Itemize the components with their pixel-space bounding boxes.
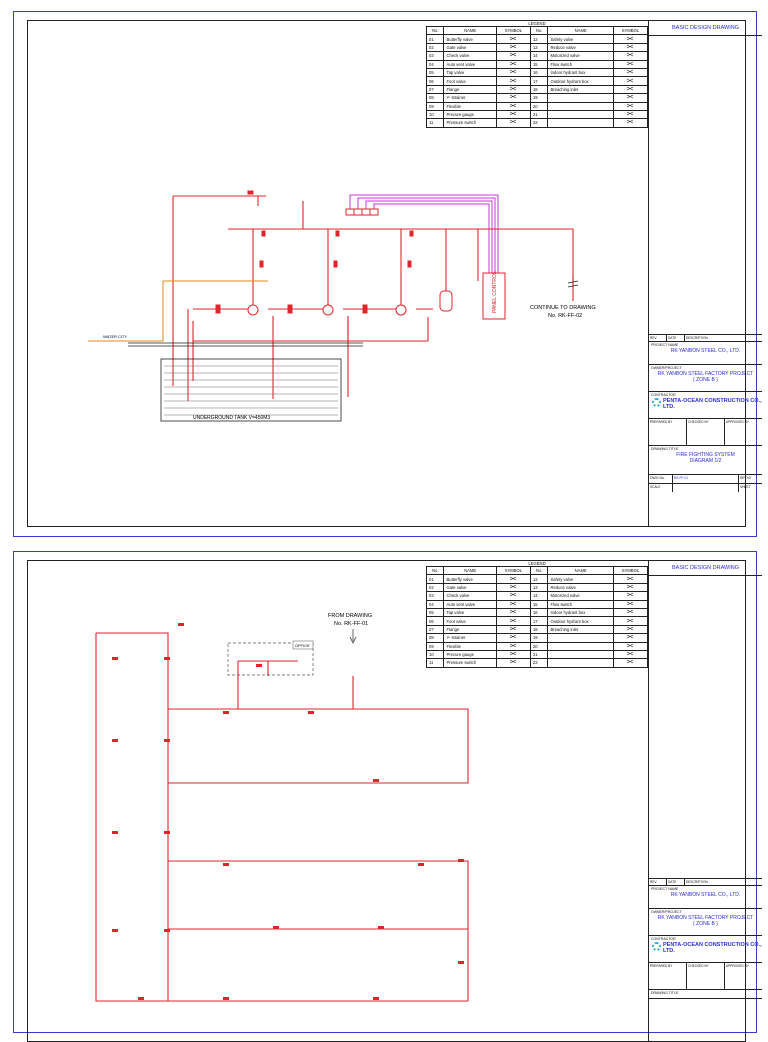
owner-line2: ( ZONE B ) (693, 921, 718, 927)
project-name-label: PROJECT NAME (651, 343, 679, 347)
revision-header: REV. DATE DESCRIPTION (649, 335, 762, 342)
prepared-by: PREPARED BY (649, 963, 687, 989)
rev-col: REV. (649, 879, 667, 885)
legend-cell (547, 658, 614, 668)
scale-label: SCALE (649, 484, 673, 492)
approved-by: APPROVED BY (726, 964, 749, 968)
legend-cell: Pressure switch (443, 658, 497, 668)
legend-caption: LEGEND (528, 21, 546, 26)
contractor-label: CONTRACTOR (651, 937, 676, 941)
legend-cell: 11 (425, 118, 445, 128)
project-name: RK YANBON STEEL CO., LTD. (670, 348, 741, 354)
project-name: RK YANBON STEEL CO., LTD. (670, 892, 741, 898)
revision-space (649, 36, 762, 335)
dwg-no: RK-FF-01 (673, 475, 739, 483)
revision-header: REV. DATE DESCRIPTION (649, 879, 762, 886)
panel-control-label: PANEL CONTROL (492, 271, 498, 313)
title-block: BASIC DESIGN DRAWING REV. DATE DESCRIPTI… (648, 561, 762, 1041)
fire-pump-diagram: PANEL CONTROL (88, 190, 596, 422)
contractor-logo-icon (652, 398, 661, 407)
project-name-cell: PROJECT NAME RK YANBON STEEL CO., LTD. (649, 886, 762, 909)
basic-design-drawing-title: BASIC DESIGN DRAWING (649, 21, 762, 36)
legend-cell: 22 (529, 118, 549, 128)
legend-caption: LEGEND (528, 561, 546, 566)
rev-date-col: DATE (667, 335, 685, 341)
owner-label: OWNER/PROJECT (651, 910, 682, 914)
continue-label: CONTINUE TO DRAWING (530, 305, 596, 311)
legend-cell (547, 118, 614, 128)
owner-line1: RK YANBON STEEL FACTORY PROJECT (657, 915, 754, 921)
legend-symbol-icon (612, 118, 649, 128)
contractor-name: PENTA-OCEAN CONSTRUCTION CO., LTD. (663, 942, 762, 954)
legend-cell: 22 (529, 658, 549, 668)
project-name-label: PROJECT NAME (651, 887, 679, 891)
contractor-cell: CONTRACTOR PENTA-OCEAN CONSTRUCTION CO.,… (649, 936, 762, 963)
drawing-title-cell: DRAWING TITLE (649, 990, 762, 999)
drawing-title-line1: FIRE FIGHTING SYSTEM (676, 452, 735, 458)
basic-design-drawing-title: BASIC DESIGN DRAWING (649, 561, 762, 576)
drawing-sheet-1: LEGEND No. NAME SYMBOL No. NAME SYMBOL 0… (13, 11, 762, 537)
contractor-label: CONTRACTOR (651, 393, 676, 397)
sheet-label: SHEET (740, 485, 751, 489)
checked-by: CHECKED BY (687, 963, 725, 989)
legend-cell: Pressure switch (443, 118, 497, 128)
sheet-frame: LEGEND No. NAME SYMBOL No. NAME SYMBOL 0… (27, 20, 762, 527)
rev-date-col: DATE (667, 879, 685, 885)
rev-col: REV. (649, 335, 667, 341)
tank-label: UNDERGROUND TANK V=450M3 (193, 415, 270, 421)
prepared-by: PREPARED BY (649, 419, 687, 445)
project-name-cell: PROJECT NAME RK YANBON STEEL CO., LTD. (649, 342, 762, 365)
drawing-title-label: DRAWING TITLE (651, 447, 679, 451)
owner-cell: OWNER/PROJECT RK YANBON STEEL FACTORY PR… (649, 909, 762, 936)
hydrant-network-diagram: OFFICE FROM DRAWING No. RK-FF-01 (95, 613, 469, 1002)
sheet-frame: LEGEND No. NAME SYMBOL No. NAME SYMBOL 0… (27, 560, 762, 1042)
legend-symbol-icon (612, 658, 649, 668)
checked-by: CHECKED BY (687, 419, 725, 445)
dwg-no-row: DWG No. RK-FF-01 REV.00 (649, 475, 762, 484)
rev-desc-col: DESCRIPTION (686, 880, 708, 884)
approved-by: APPROVED BY (726, 420, 749, 424)
legend-table: LEGEND No. NAME SYMBOL No. NAME SYMBOL 0… (425, 21, 649, 128)
drawing-title-line2: DIAGRAM 1/2 (689, 458, 722, 464)
contractor-logo-icon (652, 942, 661, 951)
scale-row: SCALE SHEET (649, 484, 762, 492)
rev-desc-col: DESCRIPTION (686, 336, 708, 340)
title-block: BASIC DESIGN DRAWING REV. DATE DESCRIPTI… (648, 21, 762, 526)
owner-line1: RK YANBON STEEL FACTORY PROJECT (657, 371, 754, 377)
contractor-name: PENTA-OCEAN CONSTRUCTION CO., LTD. (663, 398, 762, 410)
legend-table: LEGEND No. NAME SYMBOL No. NAME SYMBOL 0… (425, 561, 649, 668)
from-label: FROM DRAWING (328, 613, 372, 619)
from-drawing-no: No. RK-FF-01 (334, 621, 368, 627)
revision-space (649, 576, 762, 879)
signature-cells: PREPARED BY CHECKED BY APPROVED BY (649, 419, 762, 446)
rev-label: REV.00 (740, 476, 751, 480)
drawing-title-cell: DRAWING TITLE FIRE FIGHTING SYSTEM DIAGR… (649, 446, 762, 475)
owner-line2: ( ZONE B ) (693, 377, 718, 383)
water-city-label: WATER CITY (103, 334, 128, 339)
drawing-title-label: DRAWING TITLE (651, 991, 679, 995)
legend-cell: 11 (425, 658, 445, 668)
signature-cells: PREPARED BY CHECKED BY APPROVED BY (649, 963, 762, 990)
owner-label: OWNER/PROJECT (651, 366, 682, 370)
continue-drawing-no: No. RK-FF-02 (548, 313, 582, 319)
owner-cell: OWNER/PROJECT RK YANBON STEEL FACTORY PR… (649, 365, 762, 392)
dwg-no-label: DWG No. (649, 475, 673, 483)
office-label: OFFICE (295, 643, 310, 648)
drawing-sheet-2: LEGEND No. NAME SYMBOL No. NAME SYMBOL 0… (13, 551, 762, 1042)
contractor-cell: CONTRACTOR PENTA-OCEAN CONSTRUCTION CO.,… (649, 392, 762, 419)
